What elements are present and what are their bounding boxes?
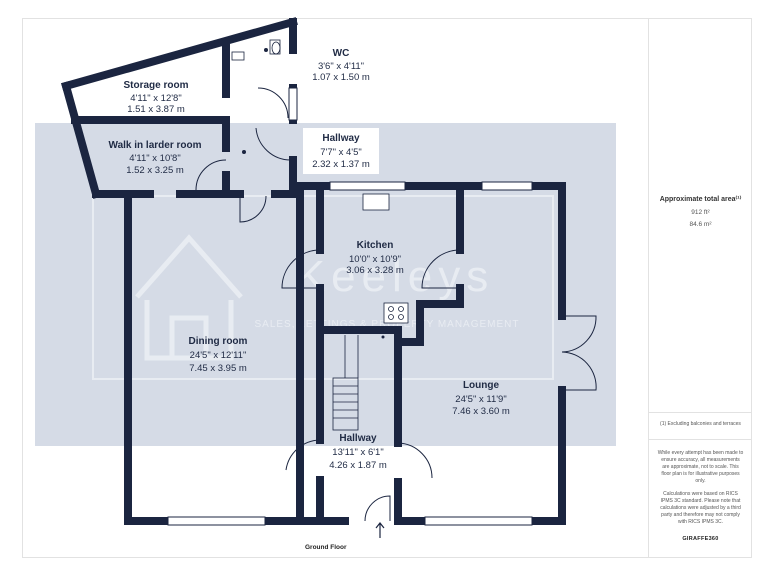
area-imperial: 912 ft² bbox=[691, 209, 710, 216]
divider bbox=[649, 439, 752, 440]
watermark-logo bbox=[135, 234, 243, 361]
windows bbox=[167, 87, 533, 526]
svg-text:Kitchen: Kitchen bbox=[357, 240, 394, 251]
svg-text:Hallway: Hallway bbox=[339, 433, 377, 444]
svg-text:Storage room: Storage room bbox=[123, 80, 188, 91]
floor-label: Ground Floor bbox=[305, 544, 347, 551]
svg-text:Lounge: Lounge bbox=[463, 380, 500, 391]
hob bbox=[383, 302, 409, 324]
area-title: Approximate total area⁽¹⁾ bbox=[659, 196, 742, 203]
doors bbox=[195, 87, 597, 522]
svg-text:24'5" x 12'11": 24'5" x 12'11" bbox=[190, 350, 247, 361]
entrance-arrow-icon bbox=[375, 522, 385, 538]
svg-text:1.07 x 1.50 m: 1.07 x 1.50 m bbox=[312, 72, 370, 83]
room-hallway-lower: Hallway 13'11" x 6'1" 4.26 x 1.87 m bbox=[329, 433, 387, 471]
fixtures bbox=[231, 39, 409, 519]
svg-text:10'0" x 10'9": 10'0" x 10'9" bbox=[349, 254, 401, 265]
svg-text:7.46 x 3.60 m: 7.46 x 3.60 m bbox=[452, 406, 510, 417]
room-dining: Dining room 24'5" x 12'11" 7.45 x 3.95 m bbox=[189, 336, 248, 374]
room-storage: Storage room 4'11" x 12'8" 1.51 x 3.87 m bbox=[123, 80, 188, 115]
svg-text:13'11" x 6'1": 13'11" x 6'1" bbox=[332, 447, 383, 458]
svg-text:24'5" x 11'9": 24'5" x 11'9" bbox=[455, 394, 506, 405]
footnote: (1) Excluding balconies and terraces bbox=[660, 421, 741, 427]
svg-text:1.51 x 3.87 m: 1.51 x 3.87 m bbox=[127, 104, 185, 115]
room-lounge: Lounge 24'5" x 11'9" 7.46 x 3.60 m bbox=[452, 380, 510, 417]
svg-text:Dining room: Dining room bbox=[189, 336, 248, 347]
area-metric: 84.6 m² bbox=[689, 221, 712, 228]
room-larder: Walk in larder room 4'11" x 10'8" 1.52 x… bbox=[109, 140, 202, 176]
svg-text:4'11" x 12'8": 4'11" x 12'8" bbox=[130, 93, 181, 104]
svg-text:Hallway: Hallway bbox=[322, 133, 360, 144]
disclaimer: While every attempt has been made to ens… bbox=[657, 450, 744, 484]
svg-text:3.06 x 3.28 m: 3.06 x 3.28 m bbox=[346, 265, 404, 276]
sink bbox=[362, 193, 390, 211]
svg-text:1.52 x 3.25 m: 1.52 x 3.25 m bbox=[126, 165, 184, 176]
stairs bbox=[332, 335, 359, 431]
walls bbox=[61, 17, 566, 525]
svg-text:3'6" x 4'11": 3'6" x 4'11" bbox=[318, 61, 364, 72]
electric-points bbox=[242, 48, 385, 339]
plan-frame bbox=[22, 18, 649, 558]
svg-text:4.26 x 1.87 m: 4.26 x 1.87 m bbox=[329, 460, 387, 471]
svg-text:7'7" x 4'5": 7'7" x 4'5" bbox=[320, 147, 362, 158]
divider bbox=[649, 412, 752, 413]
svg-text:Walk in larder room: Walk in larder room bbox=[109, 140, 202, 151]
svg-text:2.32 x 1.37 m: 2.32 x 1.37 m bbox=[312, 159, 370, 170]
room-wc: WC 3'6" x 4'11" 1.07 x 1.50 m bbox=[306, 43, 378, 85]
svg-text:4'11" x 10'8": 4'11" x 10'8" bbox=[129, 153, 180, 164]
brand-logo: GIRAFFE360 bbox=[682, 536, 719, 542]
svg-text:7.45 x 3.95 m: 7.45 x 3.95 m bbox=[189, 363, 247, 374]
calculation-note: Calculations were based on RICS IPMS 3C … bbox=[660, 491, 741, 525]
watermark-tagline: SALES, LETTINGS & PROPERTY MANAGEMENT bbox=[254, 319, 519, 330]
room-kitchen: Kitchen 10'0" x 10'9" 3.06 x 3.28 m bbox=[346, 240, 404, 276]
room-hallway-upper: Hallway 7'7" x 4'5" 2.32 x 1.37 m bbox=[303, 128, 379, 174]
svg-text:WC: WC bbox=[333, 48, 350, 59]
info-panel: Approximate total area⁽¹⁾ 912 ft² 84.6 m… bbox=[649, 18, 752, 558]
